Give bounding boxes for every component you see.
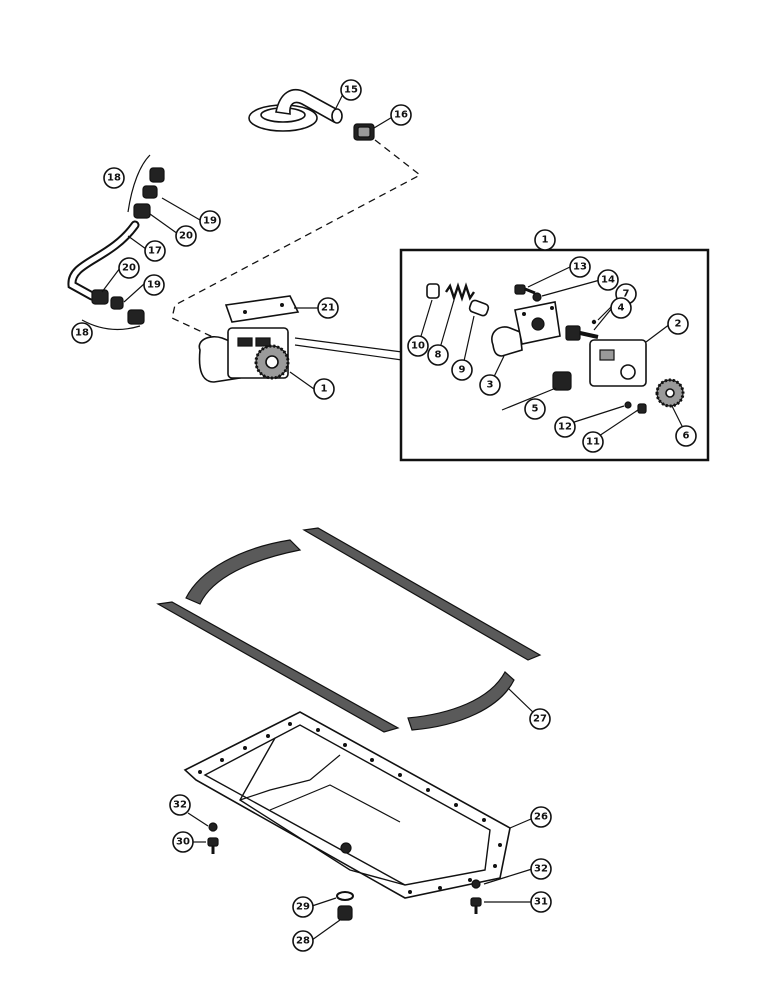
drain-plug bbox=[337, 905, 353, 921]
pump-drive-gear bbox=[655, 378, 685, 408]
drive-gear-shaft bbox=[565, 325, 599, 341]
gear-bolt bbox=[624, 401, 647, 414]
callout-20-top: 20 bbox=[175, 225, 197, 247]
svg-text:9: 9 bbox=[459, 365, 466, 376]
callout-2: 2 bbox=[667, 313, 689, 335]
callout-10: 10 bbox=[407, 335, 429, 357]
callout-13: 13 bbox=[569, 256, 591, 278]
callout-27: 27 bbox=[529, 708, 551, 730]
callout-28: 28 bbox=[292, 930, 314, 952]
svg-text:10: 10 bbox=[411, 341, 425, 352]
detail-box bbox=[399, 248, 710, 462]
pan-bolt-left bbox=[207, 822, 219, 854]
callout-4: 4 bbox=[610, 297, 632, 319]
pump-plate bbox=[224, 295, 300, 323]
svg-text:17: 17 bbox=[148, 246, 162, 257]
svg-text:11: 11 bbox=[586, 437, 600, 448]
lock-washer bbox=[532, 292, 542, 302]
callout-32-right: 32 bbox=[530, 858, 552, 880]
svg-text:20: 20 bbox=[179, 231, 193, 242]
callout-16: 16 bbox=[390, 104, 412, 126]
callout-31: 31 bbox=[530, 891, 552, 913]
callout-9: 9 bbox=[451, 359, 473, 381]
svg-text:29: 29 bbox=[296, 902, 310, 913]
callout-12: 12 bbox=[554, 416, 576, 438]
upper-fittings bbox=[133, 167, 165, 219]
callout-21: 21 bbox=[317, 297, 339, 319]
bracket-bottom bbox=[81, 319, 141, 330]
svg-text:7: 7 bbox=[623, 289, 630, 300]
callout-18-bottom: 18 bbox=[71, 322, 93, 344]
svg-text:27: 27 bbox=[533, 714, 547, 725]
key bbox=[591, 319, 597, 325]
oil-pan bbox=[183, 711, 511, 899]
svg-text:30: 30 bbox=[176, 837, 190, 848]
callout-1-main: 1 bbox=[313, 378, 335, 400]
callout-30: 30 bbox=[172, 831, 194, 853]
pump-body bbox=[589, 339, 647, 387]
driven-gear bbox=[552, 371, 572, 391]
callout-14: 14 bbox=[597, 269, 619, 291]
lower-fittings bbox=[91, 289, 145, 325]
svg-text:18: 18 bbox=[75, 328, 89, 339]
callout-3: 3 bbox=[479, 374, 501, 396]
callout-29: 29 bbox=[292, 896, 314, 918]
svg-text:16: 16 bbox=[394, 110, 408, 121]
callout-18-top: 18 bbox=[103, 167, 125, 189]
pump-cover bbox=[491, 301, 561, 357]
svg-text:6: 6 bbox=[683, 431, 690, 442]
callout-8: 8 bbox=[427, 344, 449, 366]
oil-line bbox=[67, 220, 140, 301]
svg-text:15: 15 bbox=[344, 85, 358, 96]
callout-6: 6 bbox=[675, 425, 697, 447]
svg-text:28: 28 bbox=[296, 936, 310, 947]
svg-text:1: 1 bbox=[542, 235, 549, 246]
relief-cap bbox=[426, 283, 440, 299]
svg-text:13: 13 bbox=[573, 262, 587, 273]
svg-text:31: 31 bbox=[534, 897, 548, 908]
svg-text:32: 32 bbox=[534, 864, 548, 875]
svg-text:3: 3 bbox=[487, 380, 494, 391]
svg-text:8: 8 bbox=[435, 350, 442, 361]
svg-text:19: 19 bbox=[147, 280, 161, 291]
callout-32-left: 32 bbox=[169, 794, 191, 816]
assembly-route-line bbox=[171, 139, 422, 346]
svg-text:4: 4 bbox=[618, 303, 625, 314]
drain-washer bbox=[336, 891, 354, 901]
callout-19-bottom: 19 bbox=[143, 274, 165, 296]
callout-11: 11 bbox=[582, 431, 604, 453]
callout-15: 15 bbox=[340, 79, 362, 101]
pickup-fitting bbox=[353, 123, 375, 141]
svg-text:26: 26 bbox=[534, 812, 548, 823]
callout-17: 17 bbox=[144, 240, 166, 262]
callout-5: 5 bbox=[524, 398, 546, 420]
svg-text:5: 5 bbox=[532, 404, 539, 415]
svg-text:12: 12 bbox=[558, 422, 572, 433]
svg-text:20: 20 bbox=[122, 263, 136, 274]
svg-text:32: 32 bbox=[173, 800, 187, 811]
svg-text:2: 2 bbox=[675, 319, 682, 330]
callout-26: 26 bbox=[530, 806, 552, 828]
relief-spring bbox=[445, 282, 475, 302]
relief-plunger bbox=[468, 299, 490, 317]
svg-text:1: 1 bbox=[321, 384, 328, 395]
pan-bolt-right bbox=[470, 879, 482, 914]
cover-bolt bbox=[514, 284, 536, 295]
svg-text:19: 19 bbox=[203, 216, 217, 227]
callout-20-bottom: 20 bbox=[118, 257, 140, 279]
svg-text:18: 18 bbox=[107, 173, 121, 184]
callout-19-top: 19 bbox=[199, 210, 221, 232]
oil-pickup-tube bbox=[248, 88, 343, 132]
svg-text:14: 14 bbox=[601, 275, 615, 286]
oil-pan-gaskets bbox=[156, 527, 542, 733]
oil-pump-assembly bbox=[198, 327, 290, 383]
svg-text:21: 21 bbox=[321, 303, 335, 314]
callout-1-detail: 1 bbox=[534, 229, 556, 251]
bracket-top bbox=[127, 154, 151, 213]
detail-projection bbox=[294, 337, 403, 361]
